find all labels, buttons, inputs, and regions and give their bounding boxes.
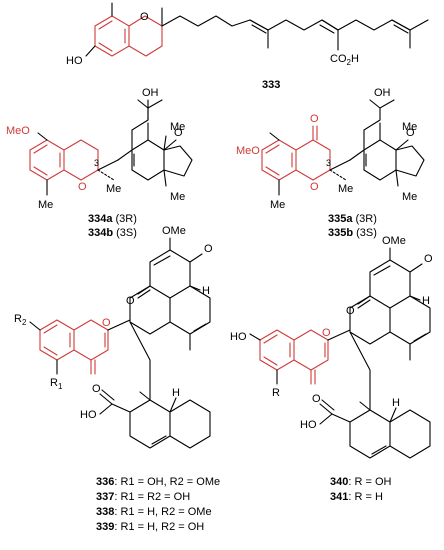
c340-h-decalin: H (392, 397, 400, 409)
c333-aromatic-ring (94, 15, 130, 57)
c334-me-aromatic: Me (38, 199, 53, 211)
legend-row-341: 341: R = H (330, 491, 383, 503)
legend-row-337: 337: R1 = R2 = OH (96, 491, 190, 503)
c335-meo: MeO (236, 145, 260, 157)
c340-r: R (272, 387, 280, 399)
c333-acid-label: CO2H (330, 53, 359, 67)
c335-ketone-o-2: O (406, 127, 415, 139)
c336-ome: OMe (162, 225, 186, 237)
c334-ring-o: O (78, 181, 87, 193)
c340-ome: OMe (382, 235, 406, 247)
c340-acid-o: O (312, 393, 321, 405)
compound-334: OH O MeO O Me Me Me Me 3 334a(3R) 334b(3… (6, 87, 193, 239)
c334-me-c2: Me (106, 183, 121, 195)
c336-h-decalin: H (172, 387, 180, 399)
c334-oh: OH (142, 87, 159, 99)
c336-o-chromone: O (102, 317, 111, 329)
c340-o-quinone-2: O (346, 305, 355, 317)
c335-locant-3: 3 (326, 158, 331, 168)
c340-o-chromone: O (322, 327, 331, 339)
c334-me-bottom: Me (170, 191, 185, 203)
c336-o-quinone-1: O (204, 243, 213, 255)
c336-acid-ho: HO (80, 409, 97, 421)
compound-340-341: OMe O O O H HO R HO O H 340: R = OH 341:… (230, 235, 433, 503)
c334-ketone-o: O (174, 127, 183, 139)
c333-ring-o: O (140, 11, 149, 23)
legend-336-339: 336: R1 = OH, R2 = OMe 337: R1 = R2 = OH… (96, 476, 220, 533)
c336-r2: R2 (14, 313, 27, 327)
c333-oh-label: HO (66, 55, 83, 67)
c335-oh: OH (374, 87, 391, 99)
c335-ring-o: O (310, 181, 319, 193)
c336-r1: R1 (50, 377, 63, 391)
c335-me-top: Me (402, 121, 417, 133)
compound-335: OH O O MeO O Me Me Me Me 3 335a(3R) 335b… (236, 87, 425, 239)
c336-acid-o: O (92, 383, 101, 395)
c336-h: H (202, 285, 210, 297)
legend-row-338: 338: R1 = H, R2 = OMe (96, 506, 212, 518)
compound-number-333: 333 (262, 79, 280, 91)
c336-o-quinone-2: O (126, 295, 135, 307)
c340-acid-ho: HO (300, 419, 317, 431)
compound-label-334b: 334b(3S) (88, 227, 137, 239)
compound-336-339: OMe O O O H R2 R1 HO O H 336: R1 = OH, R… (14, 225, 220, 533)
c335-ketone-o-1: O (310, 113, 319, 125)
c335-me-c2: Me (338, 183, 353, 195)
compound-label-335a: 335a(3R) (328, 213, 377, 225)
compound-label-334a: 334a(3R) (88, 213, 137, 225)
c340-o-quinone-1: O (424, 253, 433, 265)
legend-row-336: 336: R1 = OH, R2 = OMe (96, 476, 220, 488)
c335-me-aromatic: Me (270, 199, 285, 211)
legend-row-339: 339: R1 = H, R2 = OH (96, 521, 204, 533)
legend-row-340: 340: R = OH (330, 476, 392, 488)
c340-h: H (422, 295, 430, 307)
c335-me-bottom: Me (402, 191, 417, 203)
c334-me-top: Me (170, 121, 185, 133)
c334-meo: MeO (6, 125, 30, 137)
c340-ho-aromatic: HO (230, 331, 247, 343)
legend-340-341: 340: R = OH 341: R = H (330, 476, 392, 503)
compound-333: HO O CO2H 333 (66, 2, 429, 91)
compound-label-335b: 335b(3S) (328, 227, 377, 239)
c334-locant-3: 3 (94, 158, 99, 168)
